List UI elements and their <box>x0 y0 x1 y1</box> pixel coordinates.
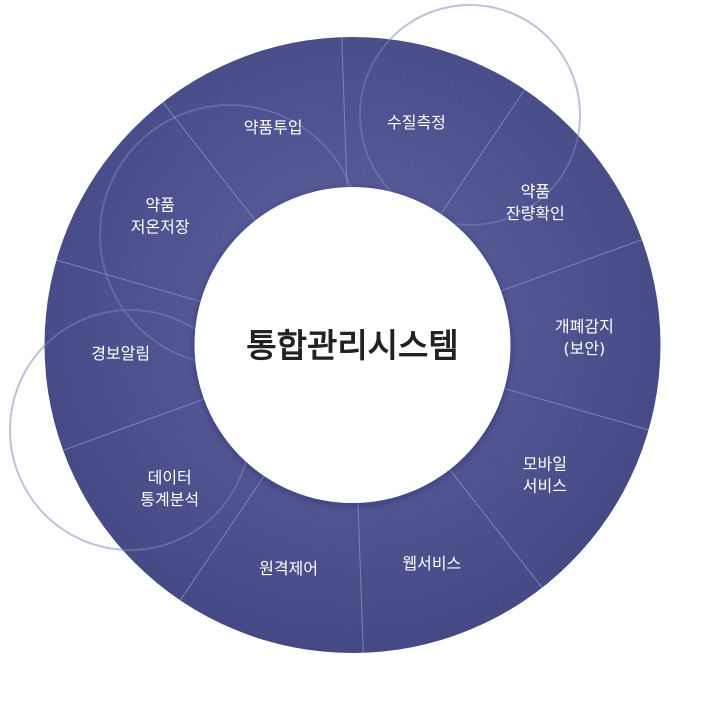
segment-label: 약품투입 <box>244 118 303 137</box>
segment-dividers <box>56 37 649 653</box>
segment-label: 수질측정 <box>387 113 446 132</box>
segment-divider <box>504 388 649 431</box>
segment-divider <box>357 502 364 653</box>
segment-label: 원격제어 <box>259 559 318 578</box>
segment-label-line: 약품 <box>521 182 550 201</box>
segment-divider <box>449 469 543 589</box>
segment-label-line: 약품 <box>145 195 174 214</box>
segment-divider <box>500 239 643 292</box>
segment-label-line: 웹서비스 <box>402 554 461 573</box>
segment-label-line: 수질측정 <box>387 113 446 132</box>
segment-divider <box>62 398 205 451</box>
segment-label-line: 모바일 <box>523 455 567 474</box>
segment-label-line: 저온저장 <box>131 217 190 236</box>
segment-divider <box>179 475 265 601</box>
segment-divider <box>56 259 201 302</box>
segment-label-line: 서비스 <box>523 477 567 496</box>
segment-label-line: 데이터 <box>148 468 192 487</box>
segment-label-line: 개폐감지 <box>555 317 614 336</box>
segment-divider <box>440 89 526 215</box>
segment-label: 웹서비스 <box>402 554 461 573</box>
segment-label-line: 약품투입 <box>244 118 303 137</box>
center-title: 통합관리시스템 <box>246 326 459 365</box>
segment-label: 경보알림 <box>91 344 150 363</box>
segment-label-line: 원격제어 <box>259 559 318 578</box>
segment-label-line: 통계분석 <box>140 490 199 509</box>
segment-label-line: 경보알림 <box>91 344 150 363</box>
segment-label-line: 잔량확인 <box>506 204 565 223</box>
segment-divider <box>341 37 348 188</box>
segment-label-line: (보안) <box>563 339 605 358</box>
segment-label: 개폐감지 (보안) <box>555 317 614 358</box>
segment-divider <box>162 101 256 221</box>
center-circle <box>194 187 511 503</box>
